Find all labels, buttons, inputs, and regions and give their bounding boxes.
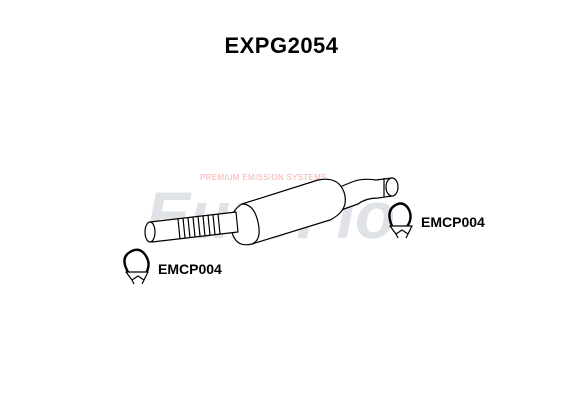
part-number-title: EXPG2054	[224, 33, 339, 58]
silencer-front-cap	[241, 203, 260, 245]
inlet-pipe-end	[144, 221, 156, 243]
flex-section	[177, 213, 221, 240]
outlet-pipe-end	[385, 177, 399, 197]
clamp-right-label: EMCP004	[421, 214, 485, 230]
watermark-tagline: PREMIUM EMISSION SYSTEMS	[200, 173, 327, 182]
clamp-right-icon	[388, 202, 413, 239]
clamp-left-icon	[123, 248, 150, 285]
clamp-left-label: EMCP004	[158, 261, 222, 277]
